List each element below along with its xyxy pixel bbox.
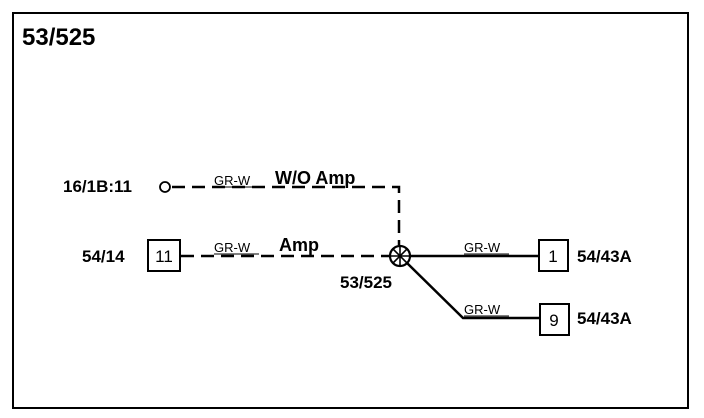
variant-label-wo-amp: W/O Amp [275,168,355,188]
connector-pin-box [538,239,569,272]
variant-label-amp: Amp [279,235,319,255]
connector-pin-box [147,239,181,272]
connector-label-16-1b-11: 16/1B:11 [63,177,132,196]
wire-color-label: GR-W [464,240,501,255]
splice-label: 53/525 [340,273,392,292]
connector-pin-box [539,303,570,336]
diagram-title: 53/525 [22,24,95,51]
connector-pin-number: 11 [155,247,173,266]
wire-color-label: GR-W [214,173,251,188]
diagram-frame [12,12,689,409]
wire-color-label: GR-W [214,240,251,255]
wire-to-54-43a [406,262,540,320]
wire-without-amp [172,185,401,245]
connector-pin-number: 9 [549,311,558,330]
connector-pin-number: 1 [548,247,557,266]
connector-label-54-21: 54/43A [577,247,632,266]
terminal-open-circle [159,181,171,193]
wire-color-label: GR-W [464,302,501,317]
connector-label-54-43a: 54/43A [577,309,632,328]
splice-icon [388,244,412,268]
connector-label-54-14: 54/14 [82,247,125,266]
